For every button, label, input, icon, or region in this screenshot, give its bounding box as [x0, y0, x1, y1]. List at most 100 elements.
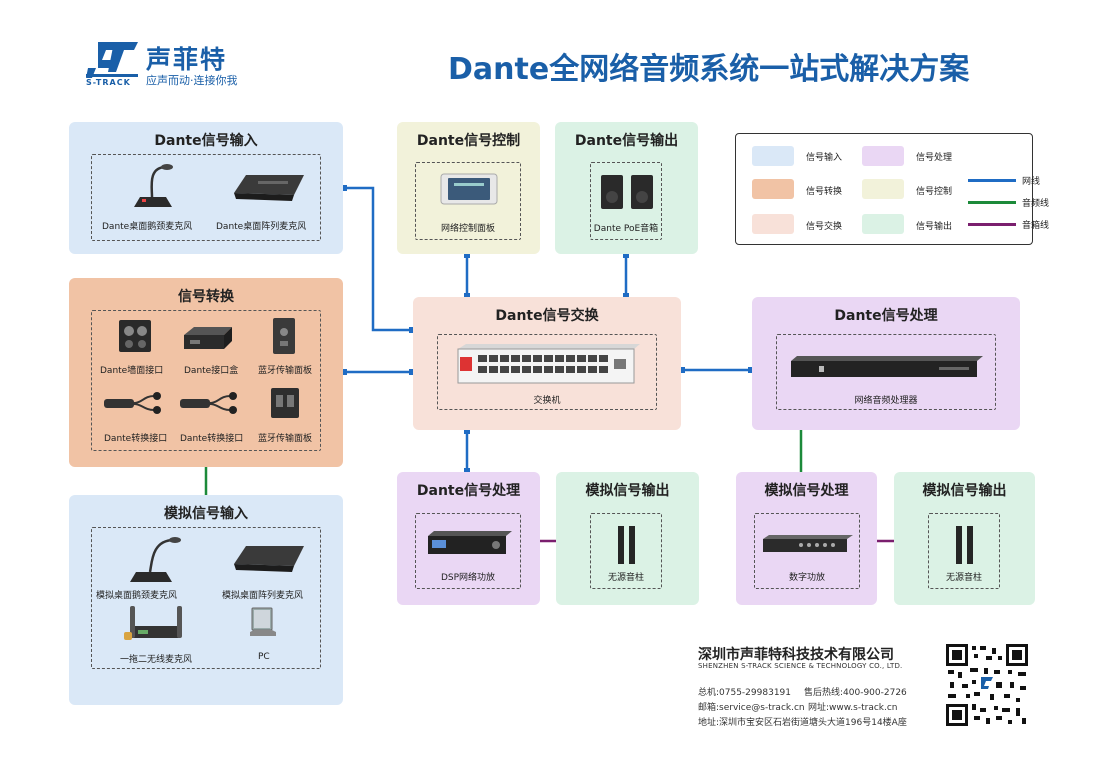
panel-title: Dante信号输出 [574, 133, 679, 149]
legend-line-audio [968, 201, 1016, 204]
device-label: 无源音柱 [945, 573, 982, 583]
brand-english-name: S-TRACK [86, 78, 131, 87]
legend-label: 信号处理 [916, 153, 953, 163]
bluetooth-panel-icon [273, 318, 295, 354]
device-label: 网络音频处理器 [854, 396, 918, 406]
device-label: Dante接口盒 [184, 366, 239, 376]
legend-line-network [968, 179, 1016, 182]
gooseneck-microphone-icon [134, 164, 173, 207]
device-label: 蓝牙传输面板 [258, 434, 313, 444]
panel-title: Dante信号处理 [834, 308, 938, 324]
panel-analog-output-2: 模拟信号输出 无源音柱 [894, 472, 1035, 605]
device-label: Dante转换接口 [180, 434, 244, 444]
legend-label: 音箱线 [1022, 221, 1050, 231]
company-name-cn: 深圳市声菲特科技技术有限公司 [698, 647, 894, 663]
interface-box-icon [184, 327, 232, 349]
legend-label: 信号转换 [806, 187, 843, 197]
device-frame: 无源音柱 [928, 513, 1000, 589]
device-label: Dante桌面阵列麦克风 [216, 222, 307, 232]
wireless-microphone-icon [124, 606, 182, 640]
network-cable-input-switch [343, 186, 413, 332]
device-label: 交换机 [533, 396, 561, 406]
footer-email: 邮箱:service@s-track.cn [698, 703, 805, 713]
device-frame: 网络音频处理器 [776, 334, 996, 410]
page-title: Dante全网络音频系统一站式解决方案 [448, 52, 970, 87]
device-label: Dante转换接口 [104, 434, 168, 444]
array-microphone-icon [234, 175, 304, 201]
legend-label: 信号输入 [806, 153, 843, 163]
panel-title: Dante信号输入 [154, 133, 258, 149]
device-frame: Dante PoE音箱 [590, 162, 662, 240]
panel-title: 模拟信号输入 [164, 506, 248, 522]
footer-address: 地址:深圳市宝安区石岩街道塘头大道196号14楼A座 [698, 718, 907, 728]
device-label: 无源音柱 [607, 573, 644, 583]
network-switch-icon [457, 344, 640, 384]
device-frame: 网络控制面板 [415, 162, 521, 240]
device-label: 模拟桌面阵列麦克风 [222, 591, 304, 601]
device-label: Dante墙面接口 [100, 366, 164, 376]
brand-logo-icon [86, 42, 138, 78]
legend-label: 网线 [1022, 177, 1041, 187]
column-speaker-icon [956, 526, 973, 564]
laptop-icon [250, 607, 276, 636]
qr-code-icon[interactable] [944, 642, 1030, 728]
legend-swatch-control [862, 179, 904, 199]
column-speaker-icon [618, 526, 635, 564]
device-frame: Dante桌面鹅颈麦克风 Dante桌面阵列麦克风 [91, 154, 321, 241]
device-label: 蓝牙传输面板 [258, 366, 313, 376]
legend-swatch-switch [752, 214, 794, 234]
panel-dante-switch: Dante信号交换 交换机 [413, 297, 681, 430]
footer-phone: 总机:0755-29983191 [698, 688, 791, 698]
panel-signal-convert: 信号转换 Dante墙面接口 Dante接口盒 蓝牙传输面板 [69, 278, 343, 467]
panel-title: 模拟信号输出 [585, 483, 670, 499]
device-frame: 无源音柱 [590, 513, 662, 589]
panel-dante-output: Dante信号输出 Dante PoE音箱 [555, 122, 698, 254]
panel-dante-process-bottom: Dante信号处理 DSP网络功放 [397, 472, 540, 605]
gooseneck-microphone-icon [130, 537, 181, 582]
legend-swatch-convert [752, 179, 794, 199]
panel-title: Dante信号控制 [416, 133, 521, 149]
device-label: DSP网络功放 [440, 573, 496, 583]
footer-hotline: 售后热线:400-900-2726 [804, 688, 907, 698]
legend-swatch-input [752, 146, 794, 166]
panel-dante-process-right: Dante信号处理 网络音频处理器 [752, 297, 1020, 430]
legend-label: 信号控制 [916, 187, 953, 197]
legend-label: 音频线 [1022, 199, 1050, 209]
panel-title: 信号转换 [178, 289, 234, 305]
company-name-en: SHENZHEN S-TRACK SCIENCE & TECHNOLOGY CO… [698, 662, 903, 670]
array-microphone-icon [234, 546, 304, 572]
poe-speaker-icon [601, 175, 653, 209]
panel-dante-input: Dante信号输入 Dante桌面鹅颈麦克风 Dante桌面阵列麦克风 [69, 122, 343, 254]
brand-chinese-name: 声菲特 [146, 45, 228, 74]
legend-line-speaker [968, 223, 1016, 226]
device-frame: 交换机 [437, 334, 657, 410]
device-frame: Dante墙面接口 Dante接口盒 蓝牙传输面板 Dante转换接口 Dant… [91, 310, 321, 451]
footer-website: 网址:www.s-track.cn [808, 703, 898, 713]
device-label: Dante桌面鹅颈麦克风 [102, 222, 193, 232]
panel-title: Dante信号交换 [495, 308, 599, 324]
dsp-amplifier-icon [428, 531, 512, 554]
legend: 信号输入 信号处理 信号转换 信号控制 信号交换 信号输出 网线 音频线 音箱线 [735, 133, 1049, 245]
panel-title: Dante信号处理 [416, 483, 521, 499]
device-label: 一拖二无线麦克风 [120, 655, 193, 665]
converter-dongle-icon [104, 392, 161, 414]
bluetooth-panel-icon [271, 388, 299, 418]
wall-interface-icon [119, 320, 151, 352]
device-label: PC [258, 652, 270, 662]
panel-analog-output-1: 模拟信号输出 无源音柱 [556, 472, 699, 605]
legend-label: 信号交换 [806, 222, 843, 232]
control-panel-icon [440, 173, 498, 205]
device-frame: 数字功放 [754, 513, 860, 589]
device-frame: 模拟桌面鹅颈麦克风 模拟桌面阵列麦克风 一拖二无线麦克风 PC [91, 527, 321, 669]
device-label: Dante PoE音箱 [593, 224, 659, 234]
device-frame: DSP网络功放 [415, 513, 521, 589]
panel-title: 模拟信号处理 [764, 483, 849, 499]
digital-amplifier-icon [763, 535, 853, 552]
brand-slogan: 应声而动·连接你我 [146, 74, 238, 87]
audio-processor-icon [791, 356, 983, 377]
panel-analog-input: 模拟信号输入 模拟桌面鹅颈麦克风 模拟桌面阵列麦克风 一拖二无线麦克风 PC [69, 495, 343, 705]
legend-label: 信号输出 [916, 222, 953, 232]
panel-analog-process: 模拟信号处理 数字功放 [736, 472, 877, 605]
legend-swatch-process [862, 146, 904, 166]
